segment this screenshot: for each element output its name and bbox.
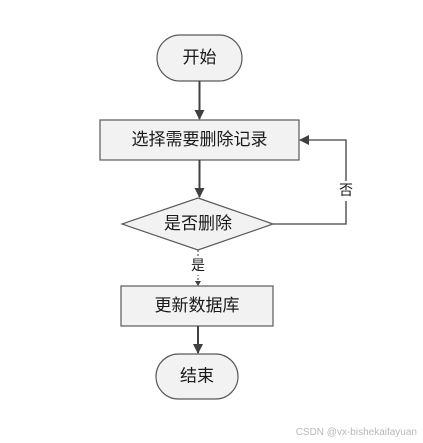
label-yes: 是 [191, 258, 205, 274]
end-node [155, 353, 239, 400]
label-no-bg [337, 181, 355, 201]
process-select-records [99, 119, 300, 161]
start-label: 开始 [183, 48, 217, 68]
label-yes-bg [188, 257, 208, 275]
label-no: 否 [339, 183, 353, 199]
process-select-label: 选择需要删除记录 [132, 130, 268, 150]
watermark: CSDN @vx-bishekaifayuan [295, 427, 417, 438]
decision-label: 是否删除 [164, 214, 232, 234]
arrow-yes-head [195, 281, 201, 286]
end-label: 结束 [180, 367, 214, 387]
process-update-database [120, 285, 274, 327]
process-update-label: 更新数据库 [155, 296, 240, 316]
